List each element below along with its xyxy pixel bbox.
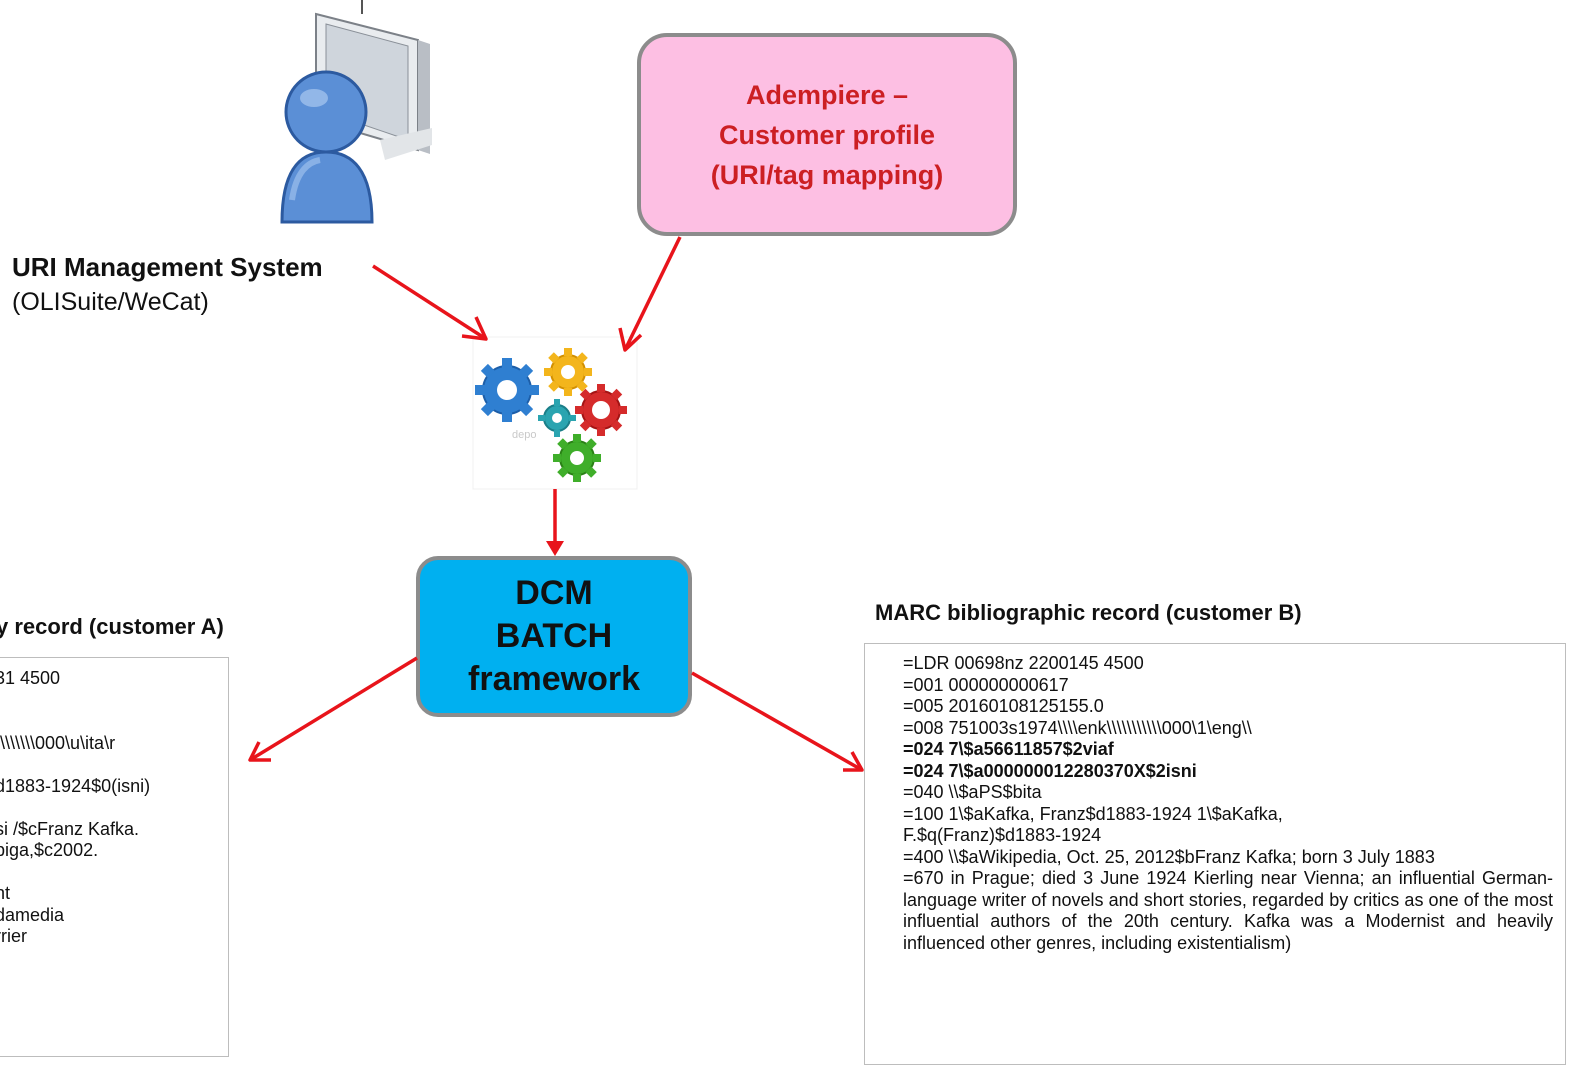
record-b-field-text: =670 in Prague; died 3 June 1924 Kierlin… (903, 868, 1553, 953)
record-a-line: \\\\\\\\000\u\ita\r (0, 732, 116, 753)
record-b-field: F.$q(Franz)$d1883-1924 (903, 825, 1102, 845)
adempiere-line: Customer profile (718, 119, 936, 150)
user-computer-icon (280, 0, 432, 224)
dcm-line: DCM (515, 574, 593, 612)
record-b-field: =024 7\$a000000012280370X$2isni (903, 760, 1197, 781)
arrow-record-a-head (248, 741, 271, 762)
record-a-line: damedia (0, 904, 65, 925)
arrow-dcm-to-record-a (249, 656, 418, 762)
arrow-adempiere-to-gears (623, 236, 682, 351)
dcm-batch-box: DCM BATCH framework (416, 556, 692, 717)
record-a-title: y record (customer A) (0, 614, 224, 639)
arrow-uri-to-gears (372, 264, 487, 341)
record-b-field: =001 000000000617 (903, 674, 1069, 695)
record-b-field: =005 20160108125155.0 (903, 696, 1104, 716)
adempiere-box: Adempiere – Customer profile (URI/tag ma… (637, 33, 1017, 236)
record-b-field: =040 \\$aPS$bita (903, 782, 1042, 802)
adempiere-line: Adempiere – (745, 79, 909, 110)
gears-icon: depo (472, 336, 638, 490)
arrow-dcm-to-record-b (691, 671, 863, 772)
dcm-line: BATCH (495, 617, 613, 655)
arrow-uri-head (461, 316, 488, 341)
arrow-adempiere-head (618, 327, 643, 352)
record-a-line: nt (0, 883, 11, 903)
arrow-record-b-head (843, 751, 864, 772)
record-a-line: rrier (0, 926, 27, 946)
record-b-field: =100 1\$aKafka, Franz$d1883-1924 1\$aKaf… (903, 803, 1283, 824)
dcm-line: framework (468, 660, 640, 698)
record-a-line: piga,$c2002. (0, 840, 99, 860)
record-a-line: 31 4500 (0, 668, 61, 688)
record-a-line: d1883-1924$0(isni) (0, 775, 151, 796)
uri-system-subtitle: (OLISuite/WeCat) (12, 288, 209, 316)
record-b-field: =LDR 00698nz 2200145 4500 (903, 653, 1144, 673)
record-b-field: =008 751003s1974\\\\enk\\\\\\\\\\\000\1\… (903, 717, 1252, 738)
record-b-field: =024 7\$a56611857$2viaf (903, 739, 1114, 759)
record-a-box: 31 4500 \\\\\\\\000\u\ita\r d1883-1924$0(i… (0, 657, 229, 1057)
record-b-box: =LDR 00698nz 2200145 4500=001 0000000006… (864, 643, 1566, 1065)
record-a-line: si /$cFranz Kafka. (0, 818, 140, 839)
record-b-field-text: =400 \\$aWikipedia, Oct. 25, 2012$bFranz… (903, 846, 1435, 867)
gears-watermark: depo (512, 429, 536, 441)
uri-system-title: URI Management System (12, 252, 323, 282)
adempiere-line: (URI/tag mapping) (710, 159, 944, 190)
record-b-title: MARC bibliographic record (customer B) (875, 600, 1302, 625)
arrow-gears-dcm-head (546, 541, 564, 556)
